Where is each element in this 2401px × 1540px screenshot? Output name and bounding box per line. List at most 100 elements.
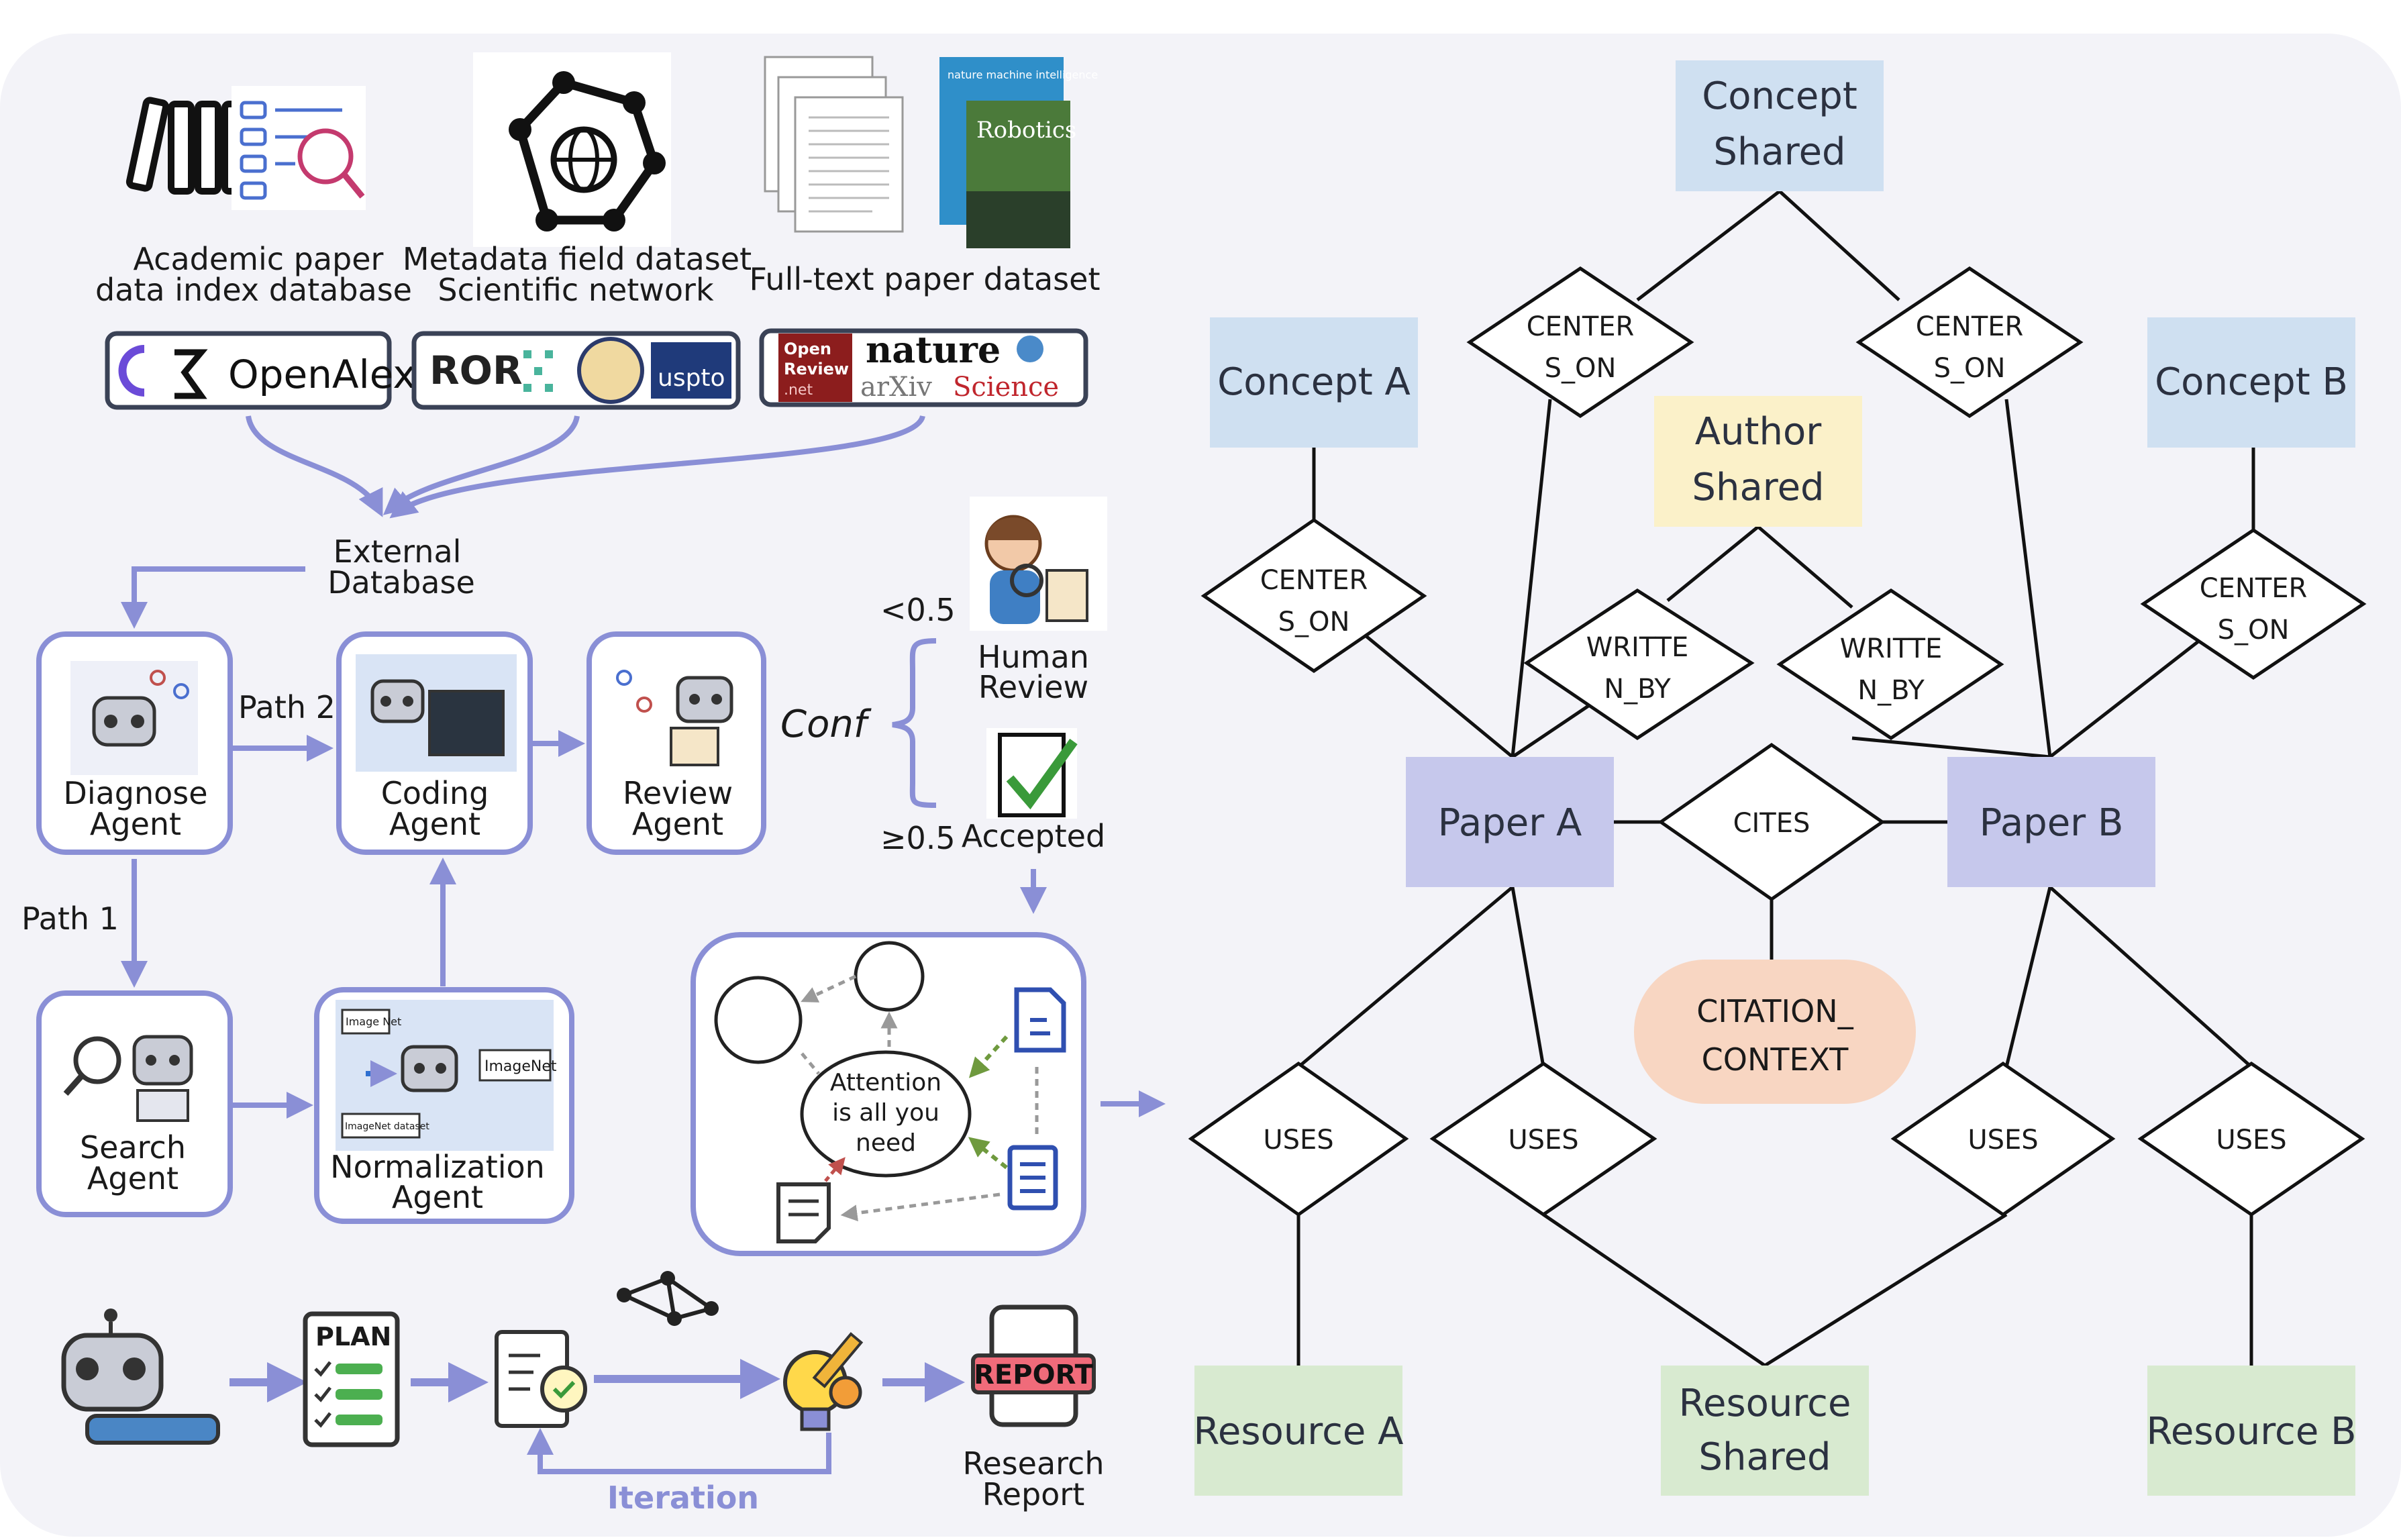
review-agent-box[interactable]: Review Agent	[586, 631, 766, 855]
search-agent-box[interactable]: Search Agent	[36, 990, 233, 1217]
svg-text:CENTER: CENTER	[1527, 311, 1635, 342]
network-graph-icon	[617, 1271, 719, 1326]
document-icon-1	[1014, 987, 1066, 1053]
metadata-label-1: Metadata field dataset	[403, 241, 752, 277]
review-label-2: Agent	[632, 806, 723, 842]
svg-text:S_ON: S_ON	[1278, 607, 1350, 637]
centers-on-relation-b[interactable]: CENTER S_ON	[2140, 527, 2367, 680]
academic-index-label-2: data index database	[95, 272, 412, 308]
svg-text:CITATION_: CITATION_	[1696, 993, 1853, 1029]
document-icon-2	[1007, 1145, 1058, 1211]
author-shared-entity[interactable]: Author Shared	[1654, 396, 1862, 527]
svg-text:WRITTE: WRITTE	[1840, 633, 1943, 664]
conf-high-label: ≥0.5	[880, 820, 956, 856]
svg-text:Review: Review	[784, 360, 849, 378]
knowledge-graph-box: Attention is all you need	[691, 932, 1086, 1256]
svg-text:S_ON: S_ON	[1934, 353, 2006, 384]
search-label-2: Agent	[87, 1160, 178, 1196]
svg-text:uspto: uspto	[658, 364, 725, 392]
metadata-label-2: Scientific network	[438, 272, 714, 308]
paper-stack-icon	[764, 56, 904, 233]
svg-text:CENTER: CENTER	[1260, 565, 1368, 596]
external-db-label-2: Database	[327, 564, 475, 601]
er-connectors	[1296, 190, 2255, 1368]
svg-text:Resource: Resource	[1679, 1382, 1851, 1425]
uses-relation-1[interactable]: USES	[1188, 1061, 1409, 1217]
path-1-label: Path 1	[21, 901, 119, 937]
journal-cover-icon: nature machine intelligence Robotics	[939, 57, 1098, 248]
written-by-relation-b[interactable]: WRITTE N_BY	[1776, 588, 2004, 741]
concept-a-entity[interactable]: Concept A	[1210, 317, 1418, 448]
written-by-relation-a[interactable]: WRITTE N_BY	[1523, 588, 1755, 741]
normalization-label-1: Normalization	[330, 1149, 545, 1185]
review-robot-icon	[604, 661, 752, 775]
svg-text:ImageNet dataset: ImageNet dataset	[345, 1121, 429, 1132]
centers-on-relation-2[interactable]: CENTER S_ON	[1855, 266, 2084, 419]
citation-context-attribute[interactable]: CITATION_ CONTEXT	[1634, 960, 1916, 1104]
uses-relation-3[interactable]: USES	[1890, 1061, 2116, 1217]
robot-icon	[70, 661, 198, 775]
research-report-label-2: Report	[982, 1476, 1085, 1512]
centers-on-relation-1[interactable]: CENTER S_ON	[1466, 266, 1694, 419]
coding-robot-icon	[356, 654, 517, 772]
human-review-icon	[970, 497, 1107, 631]
idea-bulb-icon	[783, 1332, 864, 1431]
concept-b-entity[interactable]: Concept B	[2147, 317, 2355, 448]
resource-b-entity[interactable]: Resource B	[2146, 1366, 2357, 1496]
centers-on-relation-a[interactable]: CENTER S_ON	[1200, 517, 1427, 674]
plan-checklist-icon: PLAN	[303, 1311, 400, 1447]
svg-text:Concept: Concept	[1702, 74, 1857, 118]
arrow-nature-to-db	[389, 415, 925, 519]
svg-text:Shared: Shared	[1713, 130, 1845, 174]
svg-text:Concept A: Concept A	[1217, 360, 1411, 404]
svg-text:USES: USES	[2216, 1125, 2286, 1156]
resource-a-entity[interactable]: Resource A	[1194, 1366, 1404, 1496]
path-2-label: Path 2	[238, 689, 336, 725]
human-review-label-2: Review	[978, 669, 1088, 705]
fulltext-label: Full-text paper dataset	[749, 261, 1100, 297]
svg-text:is all you: is all you	[832, 1099, 939, 1127]
svg-text:OpenAlex: OpenAlex	[228, 352, 416, 397]
svg-text:N_BY: N_BY	[1857, 675, 1925, 706]
pipeline-robot-icon	[61, 1308, 220, 1445]
review-label-1: Review	[623, 775, 733, 811]
svg-text:Paper B: Paper B	[1980, 801, 2124, 845]
svg-text:CENTER: CENTER	[2200, 573, 2308, 604]
coding-agent-box[interactable]: Coding Agent	[336, 631, 533, 855]
svg-text:S_ON: S_ON	[2218, 615, 2290, 646]
svg-text:WRITTE: WRITTE	[1586, 632, 1689, 663]
svg-text:N_BY: N_BY	[1604, 674, 1671, 705]
openalex-logo-box: OpenAlex	[105, 331, 416, 410]
iteration-loop-arrow	[527, 1428, 831, 1474]
paper-a-entity[interactable]: Paper A	[1406, 757, 1614, 887]
svg-text:Concept B: Concept B	[2155, 360, 2348, 404]
resource-shared-entity[interactable]: Resource Shared	[1661, 1366, 1869, 1496]
concept-shared-entity[interactable]: Concept Shared	[1676, 60, 1884, 191]
svg-text:.net: .net	[784, 382, 813, 399]
database-index-icon	[232, 86, 366, 210]
iteration-label: Iteration	[607, 1480, 759, 1516]
svg-text:USES: USES	[1508, 1125, 1578, 1156]
svg-text:Author: Author	[1695, 410, 1823, 454]
svg-text:Image Net: Image Net	[346, 1015, 401, 1028]
svg-text:REPORT: REPORT	[974, 1359, 1093, 1390]
uses-relation-4[interactable]: USES	[2137, 1061, 2365, 1217]
human-review-label-1: Human	[978, 639, 1089, 675]
normalization-agent-box[interactable]: Image Net ImageNet ImageNet dataset Norm…	[314, 987, 574, 1224]
svg-text:Resource A: Resource A	[1194, 1410, 1404, 1453]
svg-text:S_ON: S_ON	[1545, 353, 1617, 384]
svg-text:PLAN: PLAN	[315, 1322, 391, 1351]
paper-b-entity[interactable]: Paper B	[1947, 757, 2155, 887]
svg-text:Open: Open	[784, 340, 831, 358]
coding-label-1: Coding	[381, 775, 489, 811]
svg-text:USES: USES	[1263, 1125, 1333, 1156]
diagnose-agent-box[interactable]: Diagnose Agent	[36, 631, 233, 855]
document-icon-3	[776, 1182, 831, 1243]
cites-relation[interactable]: CITES	[1657, 742, 1886, 902]
svg-text:Attention: Attention	[830, 1069, 941, 1096]
arrow-openalex-to-db	[246, 415, 383, 517]
svg-text:nature: nature	[866, 328, 1001, 371]
academic-index-label-1: Academic paper	[134, 241, 384, 277]
svg-text:CITES: CITES	[1733, 808, 1810, 839]
uses-relation-2[interactable]: USES	[1429, 1061, 1657, 1217]
